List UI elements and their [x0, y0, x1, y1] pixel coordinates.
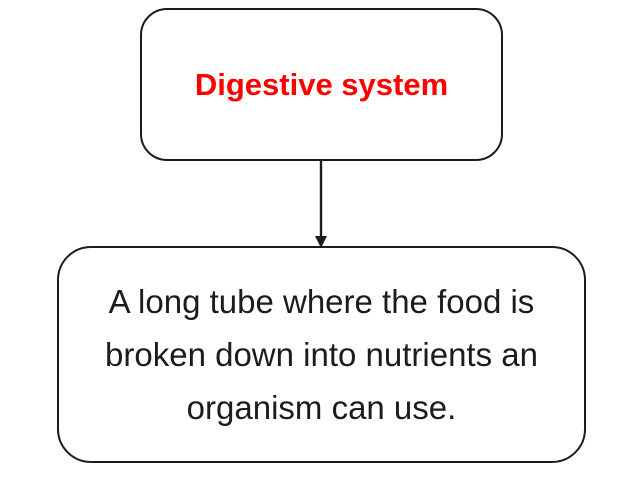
- title-label: Digestive system: [194, 66, 449, 102]
- title-node: Digestive system: [140, 8, 503, 161]
- description-node: A long tube where the food is broken dow…: [57, 246, 586, 463]
- description-text: A long tube where the food is broken dow…: [105, 275, 538, 434]
- description-line: A long tube where the food is: [108, 283, 535, 320]
- description-line: organism can use.: [186, 389, 457, 426]
- description-line: broken down into nutrients an: [105, 336, 538, 373]
- down-arrow-icon: [315, 159, 327, 248]
